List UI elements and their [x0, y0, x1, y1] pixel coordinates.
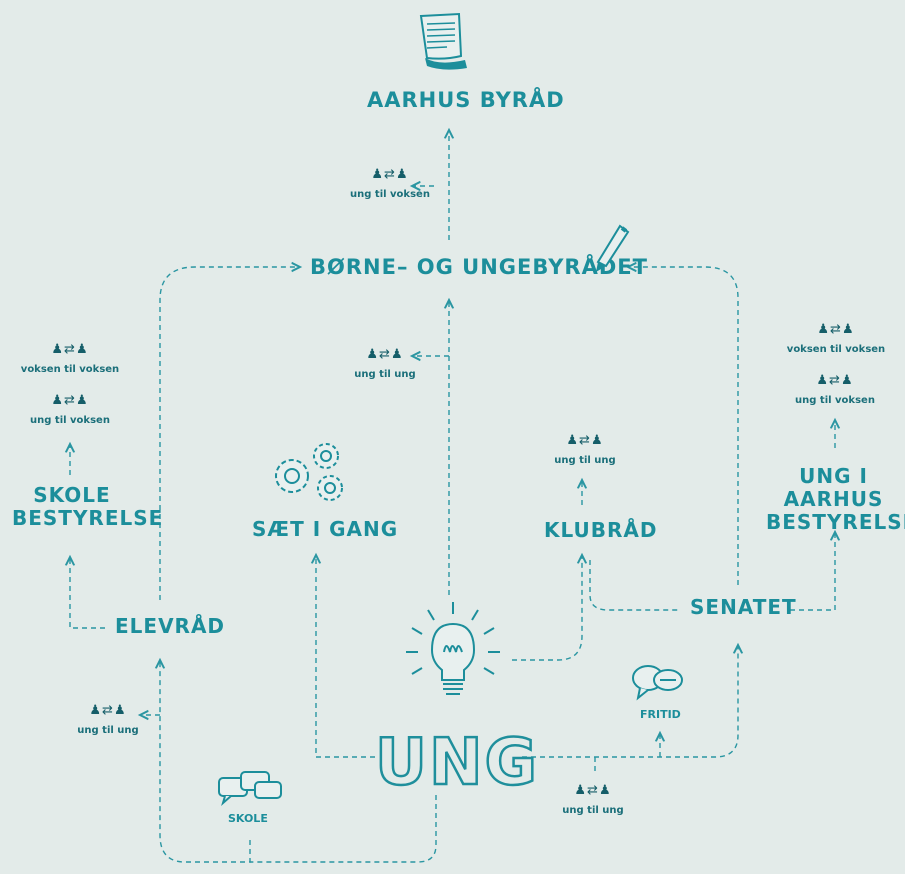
- node-fritid: FRITID: [640, 708, 681, 721]
- node-klubraad: KLUBRÅD: [544, 518, 658, 542]
- relation-label: ung til ung: [354, 369, 416, 380]
- relation-label: voksen til voksen: [20, 364, 120, 375]
- node-aarhus-byraad: AARHUS BYRÅD: [367, 88, 565, 112]
- relation-label: ung til ung: [554, 455, 616, 466]
- person-pair-icon: ♟⇄♟: [574, 783, 612, 798]
- pen-icon: [596, 224, 630, 272]
- relation-label: ung til voksen: [795, 395, 875, 406]
- document-icon: [419, 12, 467, 70]
- person-pair-icon: ♟⇄♟: [566, 433, 604, 448]
- node-ung-i-aarhus-bestyrelse: UNG I AARHUS BESTYRELSE: [766, 464, 905, 534]
- relation-elevraad: ♟⇄♟ ung til ung: [68, 703, 148, 737]
- relation-label: ung til ung: [77, 725, 139, 736]
- person-pair-icon: ♟⇄♟: [51, 342, 89, 357]
- relation-skole-bottom: ♟⇄♟ ung til voksen: [20, 393, 120, 427]
- relation-fritid: ♟⇄♟ ung til ung: [553, 783, 633, 817]
- relation-label: voksen til voksen: [786, 344, 886, 355]
- person-pair-icon: ♟⇄♟: [371, 167, 409, 182]
- node-skole: SKOLE: [228, 812, 268, 825]
- person-pair-icon: ♟⇄♟: [51, 393, 89, 408]
- speech-bubbles-icon: [218, 771, 282, 806]
- relation-label: ung til voksen: [350, 189, 430, 200]
- person-pair-icon: ♟⇄♟: [89, 703, 127, 718]
- node-saet-i-gang: SÆT I GANG: [252, 517, 399, 541]
- relation-byraad: ♟⇄♟ ung til voksen: [340, 167, 440, 201]
- relation-skole-top: ♟⇄♟ voksen til voksen: [15, 342, 125, 376]
- node-senatet: SENATET: [690, 595, 797, 619]
- lightbulb-icon: [406, 602, 500, 695]
- node-skole-bestyrelse: SKOLE BESTYRELSE: [12, 483, 164, 530]
- relation-label: ung til voksen: [30, 415, 110, 426]
- person-pair-icon: ♟⇄♟: [817, 322, 855, 337]
- node-ung: UNG: [374, 725, 540, 802]
- relation-ung-aarhus-top: ♟⇄♟ voksen til voksen: [780, 322, 892, 356]
- relation-klub: ♟⇄♟ ung til ung: [540, 433, 630, 467]
- person-pair-icon: ♟⇄♟: [816, 373, 854, 388]
- relation-ung-aarhus-bottom: ♟⇄♟ ung til voksen: [785, 373, 885, 407]
- person-pair-icon: ♟⇄♟: [366, 347, 404, 362]
- node-elevraad: ELEVRÅD: [115, 614, 226, 638]
- relation-boerne: ♟⇄♟ ung til ung: [340, 347, 430, 381]
- relation-label: ung til ung: [562, 805, 624, 816]
- chat-bubble-icon: [632, 665, 683, 701]
- node-boerne-ungebyraadet: BØRNE– OG UNGEBYRÅDET: [310, 255, 648, 279]
- gears-icon: [275, 443, 343, 501]
